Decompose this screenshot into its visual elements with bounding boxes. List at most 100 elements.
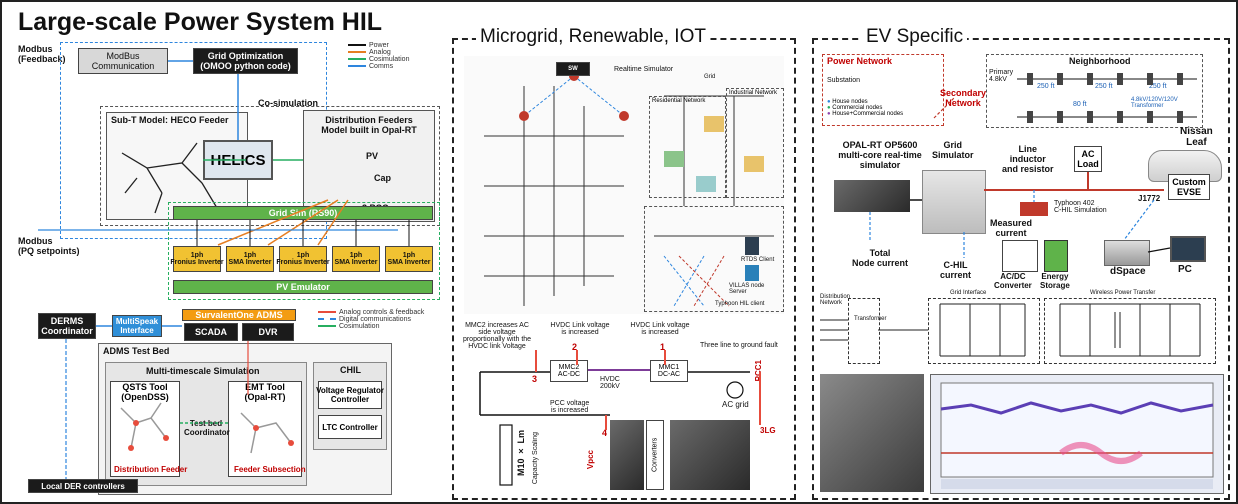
industrial-network-label: Industrial Network (729, 90, 778, 96)
lab-photo (820, 374, 924, 492)
marker-1: 1 (660, 342, 666, 352)
substation-label: Substation (827, 77, 861, 84)
inverter-3: 1ph Fronius Inverter (276, 246, 330, 272)
transformer-region (848, 298, 880, 364)
pcc-note: PCC voltage is increased (550, 400, 590, 414)
legend-analog: Analog (369, 49, 391, 56)
grid-simulator-label: Grid Simulator (932, 140, 974, 160)
power-network-label: Power Network (827, 56, 893, 66)
survalent-adms-box: SurvalentOne ADMS (182, 309, 296, 321)
legend-house: House nodes (832, 99, 868, 105)
power-network-box: Power Network Substation ● House nodes ●… (822, 54, 944, 126)
legend-analog-controls: Analog controls & feedback (339, 309, 425, 316)
ft250a-label: 250 ft (1037, 83, 1055, 90)
industrial-network-box: Industrial Network (726, 88, 784, 198)
hil-diagram: Modbus (Feedback) ModBus Communication G… (18, 40, 440, 300)
distribution-feeder-label: Distribution Feeder (114, 465, 188, 474)
marker-3: 3 (532, 374, 538, 384)
grid-optimization-box: Grid Optimization (OMOO python code) (193, 48, 298, 74)
distribution-network-label: Distribution Network (820, 294, 851, 306)
pv-emulator-box: PV Emulator (173, 280, 433, 294)
hil-connections (38, 60, 410, 246)
total-node-current-label: Total Node current (852, 248, 909, 268)
grid-interface-region (928, 298, 1040, 364)
mmc1-box: MMC1 DC-AC (650, 360, 688, 382)
typhoon-client-label: Typhoon HIL client (715, 301, 765, 307)
scada-box: SCADA (184, 323, 238, 341)
rtds-client-label: RTDS Client (741, 257, 775, 263)
ft80-label: 80 ft (1073, 101, 1087, 108)
cap-label: Cap (374, 173, 392, 183)
modbus-pq-label: Modbus (PQ setpoints) (18, 236, 80, 256)
legend-cosimulation: Cosimulation (369, 56, 410, 63)
cosim-clients-box: RTDS Client VILLAS node Server Typhoon H… (644, 206, 784, 312)
modbus-feedback-label: Modbus (Feedback) (18, 44, 66, 64)
transformer-label: 4.8kV/120V/120V Transformer (1131, 97, 1178, 109)
chil-current-label: C-HIL current (940, 260, 972, 280)
ft250b-label: 250 ft (1095, 83, 1113, 90)
grid-simulator-photo (922, 170, 986, 234)
microgrid-panel: Microgrid, Renewable, IOT (452, 26, 796, 500)
distribution-feeders-box: Distribution Feeders Model built in Opal… (303, 110, 435, 222)
inverter-5: 1ph SMA Inverter (385, 246, 433, 272)
adms-testbed-box: ADMS Test Bed Multi-timescale Simulation… (98, 343, 392, 495)
grid-label: Grid (704, 74, 716, 80)
mmc2-note: MMC2 increases AC side voltage proportio… (462, 322, 532, 350)
secondary-network-label: Secondary Network (940, 88, 987, 108)
feeder-map (121, 142, 218, 214)
dspace-label: dSpace (1110, 266, 1146, 277)
legend-power: Power (369, 42, 389, 49)
modbus-communication-box: ModBus Communication (78, 48, 168, 74)
energy-storage-icon (1044, 240, 1068, 272)
chil-box: CHIL Voltage Regulator Controller LTC Co… (313, 362, 387, 450)
adms-connections (65, 325, 249, 479)
legend-cosim: Cosimulation (339, 323, 380, 330)
realtime-simulator-label: Realtime Simulator (614, 66, 674, 73)
pc-ev-label: PC (1178, 264, 1192, 275)
adms-testbed-label: ADMS Test Bed (103, 346, 170, 356)
pv-label: PV (366, 151, 379, 161)
multispeak-interface-box: MultiSpeak Interface (112, 315, 162, 337)
multiscale-label: Multi-timescale Simulation (146, 366, 260, 376)
neighborhood-box: Neighborhood Primary 4.8kV 250 ft 250 ft… (986, 54, 1203, 128)
acdc-converter-icon (1002, 240, 1038, 272)
wpt-region (1044, 298, 1216, 364)
acdc-converter-label: AC/DC Converter (994, 272, 1032, 290)
derms-coordinator-box: DERMS Coordinator (38, 313, 96, 339)
circuit-lines (820, 303, 1201, 357)
villas-icon (745, 265, 759, 281)
legend-comms: Comms (369, 63, 394, 70)
grid-sim-box: Grid Sim (RS90) (173, 206, 433, 220)
fault-note: Three line to ground fault (700, 342, 778, 349)
inverter-1: 1ph Fronius Inverter (170, 246, 224, 272)
page-title: Large-scale Power System HIL (18, 8, 383, 36)
distribution-feeders-label: Distribution Feeders Model built in Opal… (321, 115, 417, 135)
line-inductor-label: Line inductor and resistor (1002, 144, 1054, 174)
hvdc-note-2: HVDC Link voltage is increased (630, 322, 690, 336)
wireless-power-transfer-label: Wireless Power Transfer (1090, 290, 1156, 296)
hardware-photo-2 (670, 420, 750, 490)
primary-label: Primary 4.8kV (989, 69, 1014, 83)
multiscale-box: Multi-timescale Simulation QSTS Tool (Op… (105, 362, 307, 486)
opal-rt-label: OPAL-RT OP5600 multi-core real-time simu… (838, 140, 922, 170)
adms-legend: Analog controls & feedback Digital commu… (318, 309, 424, 330)
hil-legend: Power Analog Cosimulation Comms (348, 42, 409, 70)
ac-grid-label: AC grid (722, 400, 749, 409)
typhoon-device (1020, 202, 1048, 216)
residential-network-label: Residential Network (652, 98, 706, 104)
pc-icon (1170, 236, 1206, 262)
subt-model-label: Sub-T Model: HECO Feeder (111, 115, 229, 125)
ev-connections (869, 97, 1171, 258)
ev-panel: EV Specific Power Network Substation ● H… (812, 26, 1230, 500)
hvdc-kv-label: HVDC 200kV (600, 376, 620, 390)
adms-diagram: DERMS Coordinator MultiSpeak Interface S… (18, 305, 438, 497)
mmc2-box: MMC2 AC-DC (550, 360, 588, 382)
opal-rt-photo (834, 180, 910, 212)
oscilloscope-screenshot (930, 374, 1224, 494)
wpt-circuit: Distribution Network Transformer Grid In… (820, 290, 1222, 370)
inverter-4: 1ph SMA Inverter (332, 246, 380, 272)
neighborhood-lines (1017, 73, 1197, 123)
hvdc-note-1: HVDC Link voltage is increased (550, 322, 610, 336)
j1772-label: J1772 (1138, 194, 1161, 203)
dvr-box: DVR (242, 323, 294, 341)
